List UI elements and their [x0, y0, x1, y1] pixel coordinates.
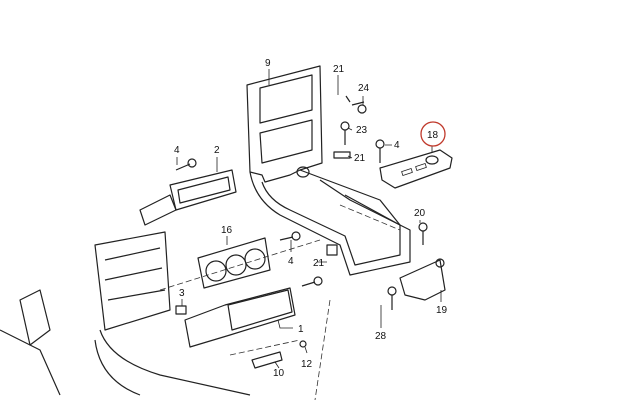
vent-part-2: [139, 169, 237, 226]
console-frame-part-9: [246, 65, 411, 276]
callout-9: 9: [265, 58, 271, 69]
callout-4: 4: [288, 256, 294, 267]
assembly-lines: [159, 204, 401, 400]
callout-12: 12: [301, 359, 313, 370]
bracket-part-19: [399, 258, 446, 301]
callout-18: 18: [427, 130, 439, 141]
leader-lines: [176, 69, 442, 369]
callout-19: 19: [436, 305, 448, 316]
callout-10: 10: [273, 368, 285, 379]
callout-16: 16: [221, 225, 233, 236]
callout-28: 28: [375, 331, 387, 342]
callout-3: 3: [179, 288, 185, 299]
highlight-circle-18: [420, 121, 446, 147]
callout-21: 21: [354, 153, 366, 164]
callout-1: 1: [298, 324, 304, 335]
callout-4: 4: [174, 145, 180, 156]
center-console-lower: [0, 231, 251, 396]
callout-labels: 9 21 24 23 21 4 18 4 2 20 16 4 21 3 1 12…: [174, 58, 448, 379]
callout-21: 21: [313, 258, 325, 269]
callout-21: 21: [333, 64, 345, 75]
switch-panel-part-18: [379, 149, 453, 189]
callout-24: 24: [358, 83, 370, 94]
radio-housing-part-1: [184, 287, 296, 348]
callout-4: 4: [394, 140, 400, 151]
gauge-cluster-part-16: [197, 237, 271, 289]
screws: [175, 95, 428, 369]
callout-20: 20: [414, 208, 426, 219]
callout-23: 23: [356, 125, 368, 136]
callout-2: 2: [214, 145, 220, 156]
